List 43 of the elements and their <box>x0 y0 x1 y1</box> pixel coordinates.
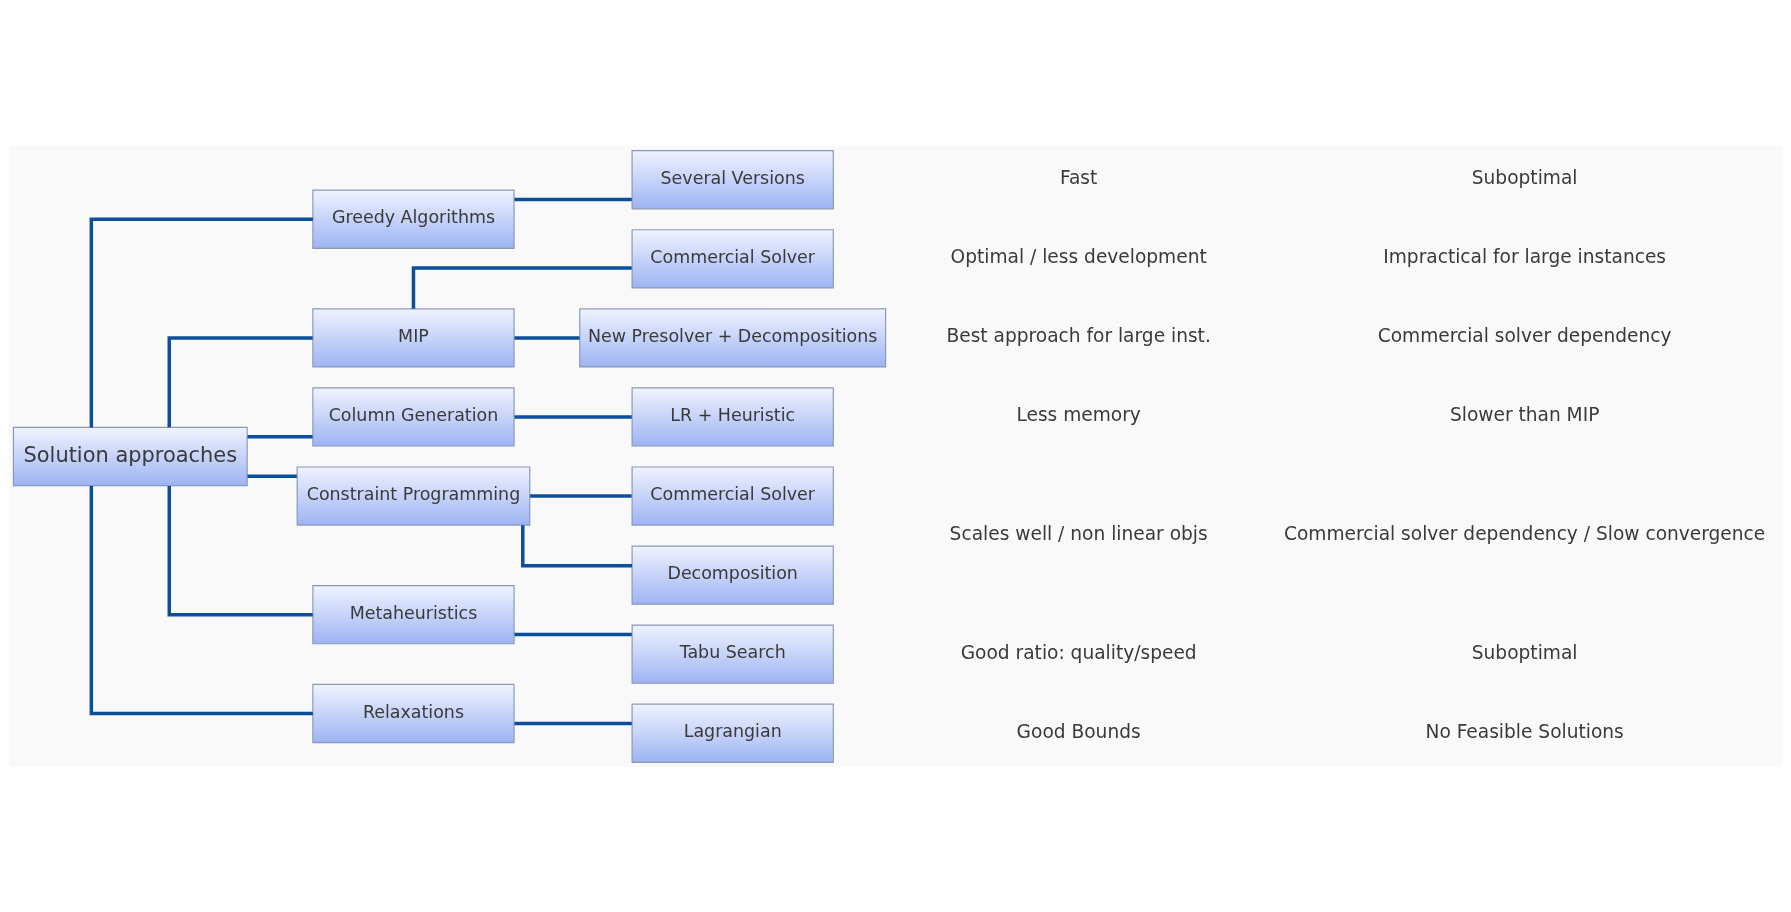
label: Commercial solver dependency <box>1377 324 1672 346</box>
node-box: Metaheuristics <box>312 584 515 644</box>
connector <box>411 265 632 309</box>
node-box: Solution approaches <box>12 426 248 486</box>
connector <box>167 335 313 427</box>
label: Suboptimal <box>1471 166 1578 188</box>
connector <box>514 335 580 340</box>
node-box: Relaxations <box>312 683 515 743</box>
label: Optimal / less development <box>950 245 1207 267</box>
label: Suboptimal <box>1471 641 1578 663</box>
connector <box>514 632 632 636</box>
node-box: Commercial Solver <box>631 228 834 288</box>
node-box: New Presolver + Decompositions <box>579 307 887 368</box>
node-box: Several Versions <box>631 149 834 209</box>
connector <box>514 721 632 725</box>
label: Less memory <box>1016 403 1141 425</box>
label: Commercial solver dependency / Slow convergence <box>1284 522 1766 544</box>
connector <box>530 493 632 498</box>
node-box: Column Generation <box>312 386 515 447</box>
node-box: Lagrangian <box>631 703 834 763</box>
label: Good Bounds <box>1016 720 1141 742</box>
label: Slower than MIP <box>1449 403 1600 425</box>
connector <box>89 485 313 715</box>
connector <box>514 414 632 419</box>
label: Fast <box>1059 166 1098 188</box>
label: Good ratio: quality/speed <box>960 641 1197 663</box>
node-box: Decomposition <box>631 544 834 605</box>
node-box: Constraint Programming <box>296 465 531 526</box>
connector <box>167 485 313 616</box>
label: Impractical for large instances <box>1383 245 1667 267</box>
connector <box>247 434 313 438</box>
connector <box>514 197 632 201</box>
node-box: Tabu Search <box>631 624 834 684</box>
connector <box>521 524 633 568</box>
label: Best approach for large inst. <box>946 324 1211 346</box>
node-box: MIP <box>312 307 515 368</box>
node-box: LR + Heuristic <box>631 386 834 447</box>
connector <box>89 217 313 427</box>
node-box: Commercial Solver <box>631 465 834 526</box>
label: Scales well / non linear objs <box>949 522 1208 544</box>
label: No Feasible Solutions <box>1425 720 1624 742</box>
node-box: Greedy Algorithms <box>312 189 515 249</box>
connector <box>247 474 297 478</box>
